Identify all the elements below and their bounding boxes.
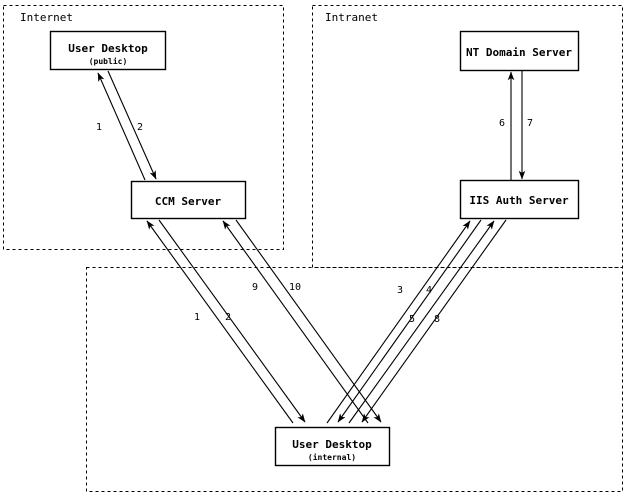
node-nt-domain-server-title: NT Domain Server — [466, 46, 572, 59]
node-user-desktop-internal-title: User Desktop — [292, 438, 372, 451]
flow-label-iis-8: 8 — [434, 314, 440, 325]
node-nt-domain-server[interactable]: NT Domain Server — [459, 30, 580, 72]
zone-internal-border — [86, 267, 623, 492]
flow-label-public-2: 2 — [137, 122, 143, 133]
node-ccm-server-box[interactable] — [130, 180, 247, 220]
flow-line-iis-8 — [361, 219, 507, 423]
flow-iis-internal-desktop-b: 5 8 — [348, 219, 507, 424]
flow-line-iis-3 — [326, 220, 471, 424]
node-user-desktop-public-box[interactable] — [49, 30, 167, 71]
flow-iis-internal-desktop-a: 3 4 — [326, 219, 482, 424]
zone-intranet-label: Intranet — [325, 11, 378, 24]
node-ccm-server[interactable]: CCM Server — [130, 180, 247, 220]
flow-ccm-internal-desktop-b: 9 10 — [222, 219, 382, 424]
node-iis-auth-server-box[interactable] — [459, 179, 580, 220]
flow-label-ccm-10: 10 — [289, 282, 301, 293]
flow-label-public-1: 1 — [96, 122, 102, 133]
node-nt-domain-server-box[interactable] — [459, 30, 580, 72]
flow-line-iis-5 — [348, 220, 495, 424]
node-user-desktop-public-subtitle: (public) — [89, 56, 128, 66]
node-iis-auth-server-title: IIS Auth Server — [469, 194, 569, 207]
flow-line-ccm-10 — [235, 219, 382, 423]
node-iis-auth-server[interactable]: IIS Auth Server — [459, 179, 580, 220]
node-user-desktop-internal[interactable]: User Desktop (internal) — [274, 426, 391, 467]
flow-label-iis-4: 4 — [426, 285, 432, 296]
flow-label-nt-7: 7 — [527, 118, 533, 129]
node-user-desktop-internal-subtitle: (internal) — [308, 452, 356, 462]
flow-line-ccm-9 — [222, 220, 369, 424]
flow-line-iis-4 — [337, 219, 482, 423]
node-user-desktop-public[interactable]: User Desktop (public) — [49, 30, 167, 71]
flow-line-internal-1 — [146, 220, 294, 424]
flow-label-internal-1: 1 — [194, 312, 200, 323]
flow-line-internal-2 — [158, 219, 306, 423]
flow-ccm-internal-desktop-a: 1 2 — [146, 219, 306, 424]
flow-label-iis-5: 5 — [409, 314, 415, 325]
node-ccm-server-title: CCM Server — [155, 195, 222, 208]
zone-internet-border — [3, 5, 284, 250]
flow-public-desktop-ccm: 1 2 — [96, 70, 157, 181]
zone-internet-label: Internet — [20, 11, 73, 24]
flow-line-public-2 — [107, 70, 157, 180]
node-user-desktop-public-title: User Desktop — [68, 42, 148, 55]
node-user-desktop-internal-box[interactable] — [274, 426, 391, 467]
flow-label-iis-3: 3 — [397, 285, 403, 296]
flow-nt-iis: 6 7 — [499, 71, 533, 180]
flow-label-ccm-9: 9 — [252, 282, 258, 293]
flow-line-public-1 — [97, 72, 146, 181]
flow-label-internal-2: 2 — [225, 312, 231, 323]
flow-label-nt-6: 6 — [499, 118, 505, 129]
